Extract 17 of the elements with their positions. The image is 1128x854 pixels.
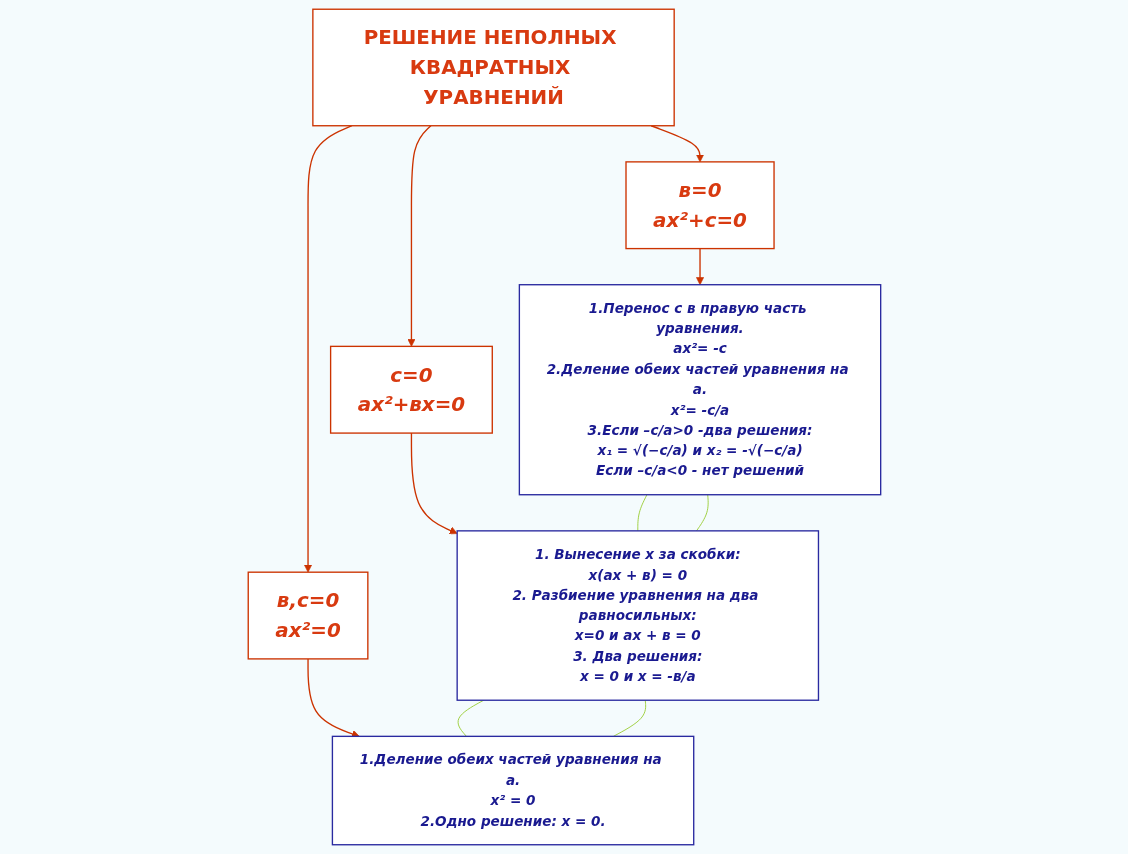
connector	[636, 494, 647, 532]
arrow	[407, 125, 432, 347]
node-box: в=0 ax²+c=0	[624, 161, 775, 250]
node-box: 1.Деление обеих частей уравнения на а. x² = 0 2.Одно решение: х = 0.	[331, 735, 694, 846]
arrow	[303, 125, 353, 573]
arrow	[650, 125, 704, 163]
node-box: 1.Перенос с в правую часть уравнения. ax²= -с 2.Деление обеих частей уравнения на а. x²= -с/а 3.Если –с/а>0 -два решения: x₁ = √(−c/a) и x₂ = -√(−c/a) Если –с/а<0 - нет решений	[518, 284, 881, 496]
connector	[457, 699, 484, 737]
node-box: 1. Вынесение х за скобки: х(ах + в) = 0 2. Разбиение уравнения на два равносильных: х=0 и ах + в = 0 3. Два решения: х = 0 и х = -в/а	[456, 530, 819, 701]
arrow	[306, 658, 360, 738]
node-box: РЕШЕНИЕ НЕПОЛНЫХ КВАДРАТНЫХ УРАВНЕНИЙ	[311, 8, 675, 127]
node-box: с=0 ax²+вх=0	[329, 345, 493, 434]
node-box: в,с=0 ax²=0	[247, 571, 369, 660]
arrow	[410, 432, 458, 535]
connector	[612, 699, 646, 737]
arrow	[695, 247, 704, 286]
connector	[695, 494, 709, 532]
